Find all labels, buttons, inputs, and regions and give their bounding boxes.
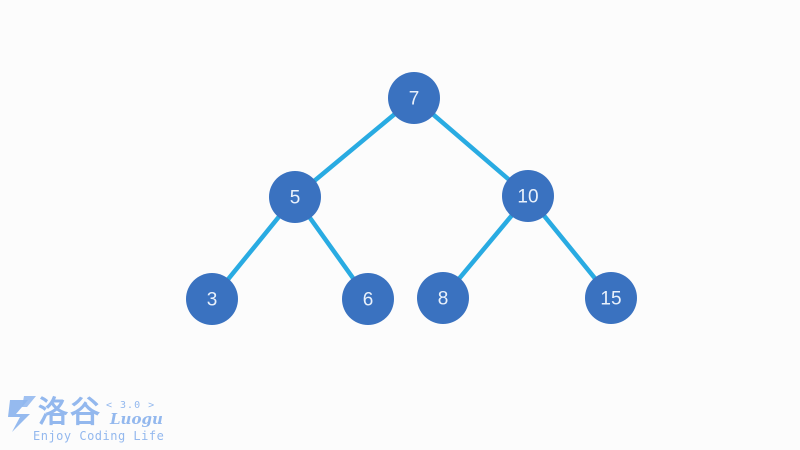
tree-node[interactable]: 15 [585, 272, 637, 324]
tree-node-circle[interactable] [342, 273, 394, 325]
tree-edge [540, 211, 599, 283]
tree-node-circle[interactable] [417, 272, 469, 324]
tree-edge [310, 110, 399, 185]
tree-edge [455, 211, 516, 283]
brand-tagline: Enjoy Coding Life [33, 429, 164, 443]
tree-edges-group [224, 110, 599, 284]
tree-edge [224, 212, 283, 284]
tree-edge [306, 213, 357, 283]
brand-version: < 3.0 > [106, 400, 155, 411]
tree-node[interactable]: 7 [388, 72, 440, 124]
tree-node-circle[interactable] [186, 273, 238, 325]
luogu-watermark: 洛谷 < 3.0 > Luogu Enjoy Coding Life [6, 390, 186, 446]
tree-node-circle[interactable] [502, 170, 554, 222]
tree-node-circle[interactable] [269, 171, 321, 223]
tree-node[interactable]: 8 [417, 272, 469, 324]
luogu-logo-svg: 洛谷 < 3.0 > Luogu Enjoy Coding Life [8, 395, 164, 443]
tree-node[interactable]: 5 [269, 171, 321, 223]
luogu-mark-icon [8, 396, 36, 432]
tree-node-circle[interactable] [585, 272, 637, 324]
brand-name-romanized: Luogu [109, 410, 163, 428]
tree-node[interactable]: 3 [186, 273, 238, 325]
tree-node[interactable]: 10 [502, 170, 554, 222]
tree-edge [429, 110, 513, 184]
brand-name-cn: 洛谷 [38, 395, 102, 430]
tree-node-circle[interactable] [388, 72, 440, 124]
tree-node[interactable]: 6 [342, 273, 394, 325]
